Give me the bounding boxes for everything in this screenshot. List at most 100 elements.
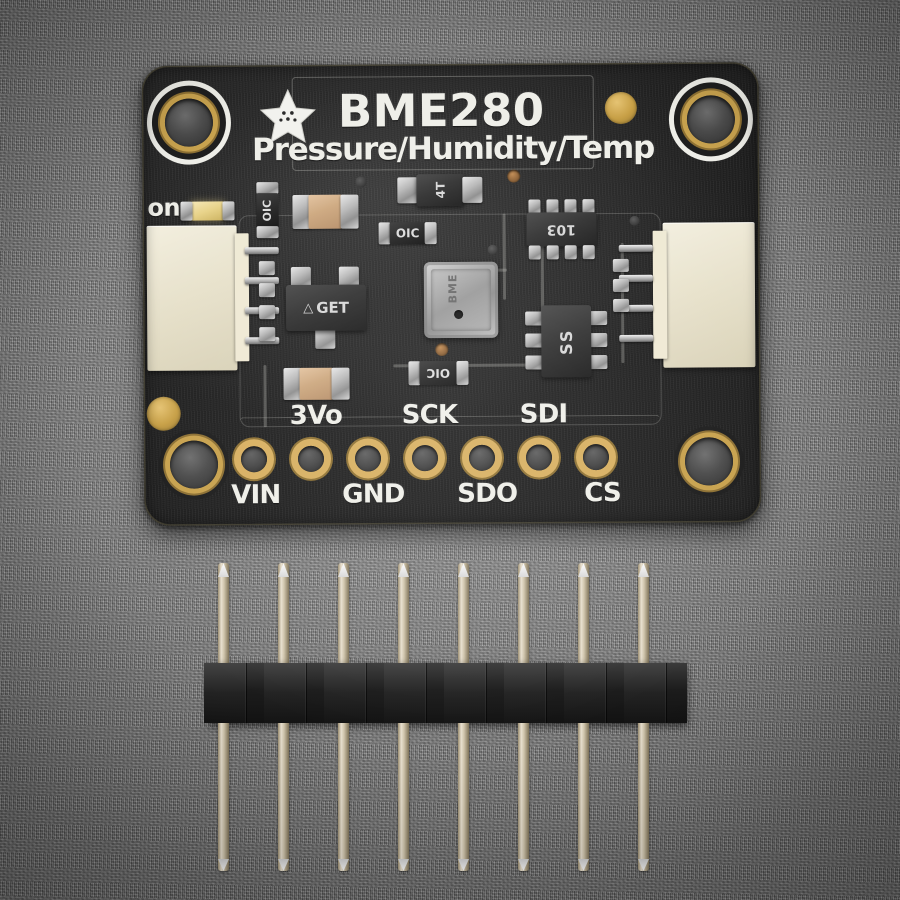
header-pin-8-bottom xyxy=(638,723,649,871)
bme280-sensor-chip: BME xyxy=(423,261,499,339)
trace-1 xyxy=(502,213,507,300)
header-pin-3-top xyxy=(338,563,349,665)
header-block-7 xyxy=(564,663,606,723)
board-subtitle: Pressure/Humidity/Temp xyxy=(252,129,655,169)
lp-3 xyxy=(259,305,276,320)
stemma-qt-right-connector xyxy=(662,222,756,368)
gold-test-pad-bottom-left xyxy=(146,396,181,431)
ra-p6 xyxy=(546,245,559,260)
mounting-hole-bottom-right xyxy=(684,437,734,486)
lp-1 xyxy=(258,261,275,276)
pin-hole-sdo xyxy=(468,444,496,471)
diode: 4T xyxy=(416,173,465,207)
ss-p4 xyxy=(589,311,608,326)
ra-p1 xyxy=(528,199,541,214)
resistor-oic-1-marking: OIC xyxy=(260,199,275,221)
resistor-array-marking: 103 xyxy=(546,221,577,238)
pin-hole-gnd xyxy=(354,445,382,472)
header-block-3 xyxy=(324,663,366,723)
pin-hole-sck xyxy=(411,445,439,472)
qt-right-pin-1 xyxy=(618,244,653,252)
header-pin-6-bottom xyxy=(518,723,529,871)
header-block-5 xyxy=(444,663,486,723)
regulator-get: △ GET xyxy=(285,284,367,332)
r3-pad-r xyxy=(456,360,469,385)
via-1 xyxy=(507,169,521,183)
sensor-marking: BME xyxy=(446,273,460,304)
r2-pad-r xyxy=(424,222,437,245)
pin-label-3vo: 3Vo xyxy=(289,400,343,431)
header-pin-5-bottom xyxy=(458,723,469,871)
resistor-oic-1: OIC xyxy=(256,193,279,228)
rp-1 xyxy=(612,258,629,273)
mounting-hole-top-left xyxy=(164,98,214,147)
led-pad-l xyxy=(180,201,193,221)
via-7 xyxy=(629,215,640,226)
pin-hole-cs xyxy=(582,444,610,471)
ra-p4 xyxy=(582,199,595,214)
stemma-qt-right-lip xyxy=(652,230,668,359)
resistor-oic-2-marking: OIC xyxy=(395,226,420,241)
resistor-oic-3: OIC xyxy=(419,360,458,386)
mounting-hole-bottom-left xyxy=(169,440,219,489)
led-pad-r xyxy=(222,201,235,221)
header-pin-5-top xyxy=(458,563,469,665)
pin-hole-vin xyxy=(240,446,268,473)
lp-2 xyxy=(258,283,276,298)
capacitor-top xyxy=(308,194,343,229)
level-shifter-ss: SS xyxy=(541,305,592,378)
header-pin-4-top xyxy=(398,563,409,665)
sensor-metal-lid xyxy=(430,268,492,332)
pin-label-sck: SCK xyxy=(401,399,458,431)
header-block-2 xyxy=(264,663,306,723)
header-plastic-body xyxy=(204,663,687,723)
pin-label-sdo: SDO xyxy=(457,478,518,509)
adafruit-star-icon xyxy=(259,88,317,144)
pin-label-sdi: SDI xyxy=(519,399,568,430)
breakaway-header-strip xyxy=(196,563,696,873)
via-5 xyxy=(487,244,498,255)
cap2-pad-r xyxy=(331,367,350,400)
header-pin-8-top xyxy=(638,563,649,665)
via-4 xyxy=(355,176,367,188)
pin-label-cs: CS xyxy=(584,477,622,509)
header-pin-7-bottom xyxy=(578,723,589,871)
lp-4 xyxy=(259,327,276,342)
regulator-tri-icon: △ xyxy=(303,300,314,316)
qt-left-pin-1 xyxy=(244,247,279,255)
diode-pad-r xyxy=(462,176,483,203)
ra-p7 xyxy=(564,245,577,260)
power-led-label: on xyxy=(147,193,181,222)
trace-5 xyxy=(263,365,267,428)
stemma-qt-left-connector xyxy=(146,225,238,371)
header-pin-6-top xyxy=(518,563,529,665)
regulator-marking: GET xyxy=(316,298,350,317)
header-pin-1-bottom xyxy=(218,723,229,871)
r1-pad-bot xyxy=(256,226,279,239)
rp-2 xyxy=(612,278,629,293)
mounting-hole-top-right xyxy=(686,95,736,144)
pin-label-vin: VIN xyxy=(231,480,281,511)
header-pin-4-bottom xyxy=(398,723,409,871)
level-shifter-marking: SS xyxy=(556,328,576,355)
diode-pad-l xyxy=(397,177,418,204)
resistor-oic-3-marking: OIC xyxy=(426,366,451,381)
resistor-oic-2: OIC xyxy=(389,222,426,245)
bme280-breakout-board: BME280 Pressure/Humidity/Temp on xyxy=(141,62,762,526)
ra-p5 xyxy=(528,245,541,260)
diode-marking: 4T xyxy=(433,181,448,199)
ss-p6 xyxy=(589,355,608,370)
ra-p8 xyxy=(582,245,595,260)
header-block-6 xyxy=(504,663,546,723)
pin-hole-sdi xyxy=(525,444,553,471)
gold-test-pad-top xyxy=(604,91,637,125)
power-led xyxy=(190,201,225,221)
via-3 xyxy=(435,343,449,357)
header-block-1 xyxy=(204,663,246,723)
header-pin-7-top xyxy=(578,563,589,665)
cap1-pad-r xyxy=(340,194,359,229)
header-pin-3-bottom xyxy=(338,723,349,871)
header-pin-2-bottom xyxy=(278,723,289,871)
header-pin-1-top xyxy=(218,563,229,665)
